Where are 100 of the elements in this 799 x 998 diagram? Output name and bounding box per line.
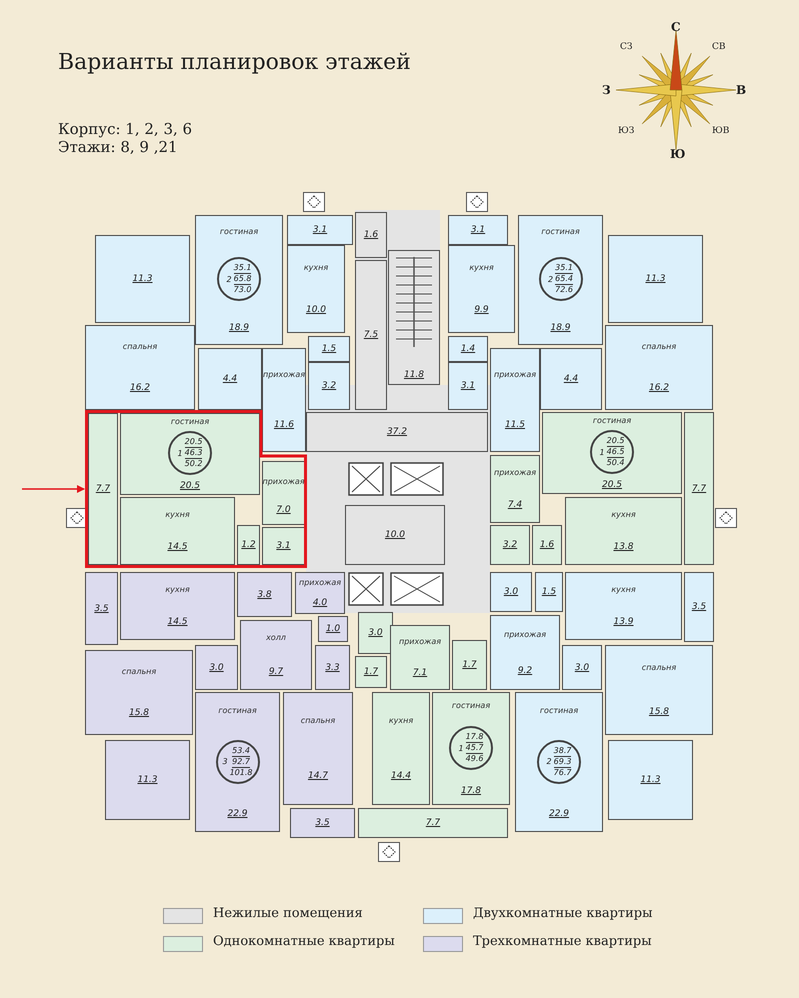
room xyxy=(448,245,515,333)
room xyxy=(240,620,312,690)
legend-label: Нежилые помещения xyxy=(213,906,363,921)
room-name: прихожая xyxy=(398,637,442,646)
area-value: 16.2 xyxy=(130,383,150,393)
room-name: кухня xyxy=(611,510,636,519)
room xyxy=(515,692,603,832)
total-area-value: 46.3 xyxy=(184,448,202,460)
total-area-value: 49.6 xyxy=(466,754,484,764)
area-value: 9.2 xyxy=(518,666,532,676)
area-value: 18.9 xyxy=(550,323,571,334)
room xyxy=(605,325,713,410)
area-value: 37.2 xyxy=(386,427,408,437)
total-area-value: 65.8 xyxy=(234,274,252,286)
room xyxy=(308,336,350,362)
room xyxy=(287,245,345,333)
room xyxy=(490,455,540,523)
area-value: 7.1 xyxy=(412,668,428,678)
room-name: прихожая xyxy=(298,578,342,588)
room xyxy=(120,497,235,565)
room xyxy=(237,572,292,617)
living-area-value: 20.5 xyxy=(184,437,202,448)
apartment-info-circle xyxy=(216,740,260,784)
living-area-value: 17.8 xyxy=(466,732,484,743)
apartment-info-circle xyxy=(590,430,634,474)
room xyxy=(355,656,387,688)
room xyxy=(283,692,353,805)
area-value: 1.0 xyxy=(326,624,340,634)
compass-direction-label: ЮВ xyxy=(712,126,730,136)
living-area-value: 20.5 xyxy=(606,436,624,448)
room xyxy=(358,612,393,654)
area-value: 1.7 xyxy=(462,660,477,670)
total-area-value: 46.5 xyxy=(606,447,624,458)
room-name: прихожая xyxy=(494,468,536,477)
room xyxy=(195,692,280,832)
room xyxy=(452,640,487,690)
area-value: 7.0 xyxy=(276,504,291,514)
room-count: 1 xyxy=(600,448,605,457)
living-area-value: 38.7 xyxy=(554,746,572,756)
area-value: 14.5 xyxy=(167,542,188,552)
room xyxy=(315,645,350,690)
area-value: 9.9 xyxy=(474,305,489,316)
area-value: 3.1 xyxy=(276,541,291,551)
area-value: 4.4 xyxy=(564,374,578,384)
area-value: 7.7 xyxy=(692,484,706,494)
total-area-value: 73.0 xyxy=(234,285,252,296)
area-value: 3.0 xyxy=(504,587,518,597)
area-value: 15.8 xyxy=(128,708,150,718)
room xyxy=(565,572,682,640)
apartment-info-circle xyxy=(217,257,261,302)
total-area-value: 92.7 xyxy=(232,756,250,768)
area-value: 4.4 xyxy=(222,374,238,384)
legend-label: Трехкомнатные квартиры xyxy=(473,934,652,949)
room xyxy=(287,215,353,245)
room-count: 3 xyxy=(222,757,228,766)
room xyxy=(608,740,693,820)
area-value: 11.6 xyxy=(274,420,294,430)
area-value: 7.7 xyxy=(96,484,110,494)
total-area-value: 50.2 xyxy=(184,459,202,470)
area-value: 1.5 xyxy=(322,344,336,354)
total-area-value: 45.7 xyxy=(466,743,484,754)
room xyxy=(540,348,602,410)
room xyxy=(290,808,355,838)
room xyxy=(105,740,190,820)
compass-direction-label: З xyxy=(602,83,611,97)
total-area-value: 50.4 xyxy=(606,458,624,468)
room-name: холл xyxy=(266,633,286,642)
room xyxy=(355,260,387,410)
area-value: 3.0 xyxy=(368,628,383,638)
total-area-value: 101.8 xyxy=(230,768,252,778)
area-value: 7.7 xyxy=(426,818,440,828)
room-count: 2 xyxy=(546,757,552,766)
area-value: 7.4 xyxy=(508,500,522,510)
room xyxy=(535,572,563,612)
room-name: гостиная xyxy=(452,701,490,710)
apartment-info-circle xyxy=(537,740,581,784)
compass-direction-label: С xyxy=(671,20,681,34)
area-value: 4.0 xyxy=(312,598,328,608)
room-name: кухня xyxy=(165,510,190,519)
room-name: прихожая xyxy=(494,370,536,379)
apartment-info-circle xyxy=(538,257,582,302)
living-area-value: 35.1 xyxy=(234,263,252,274)
area-value: 3.0 xyxy=(209,662,224,672)
room xyxy=(490,525,530,565)
area-value: 3.2 xyxy=(502,540,518,550)
room xyxy=(562,645,602,690)
pointer-arrow xyxy=(22,485,85,493)
area-value: 22.9 xyxy=(227,808,248,818)
area-value: 10.0 xyxy=(306,305,326,316)
room xyxy=(345,505,445,565)
room-name: гостиная xyxy=(170,416,210,426)
title: Варианты планировок этажей xyxy=(58,50,411,75)
area-value: 1.7 xyxy=(364,667,378,677)
room xyxy=(318,616,348,642)
area-value: 20.5 xyxy=(602,480,622,490)
area-value: 3.1 xyxy=(460,381,476,391)
area-value: 13.8 xyxy=(613,542,634,552)
room xyxy=(195,215,283,345)
room xyxy=(85,325,195,410)
area-value: 3.0 xyxy=(574,662,590,672)
